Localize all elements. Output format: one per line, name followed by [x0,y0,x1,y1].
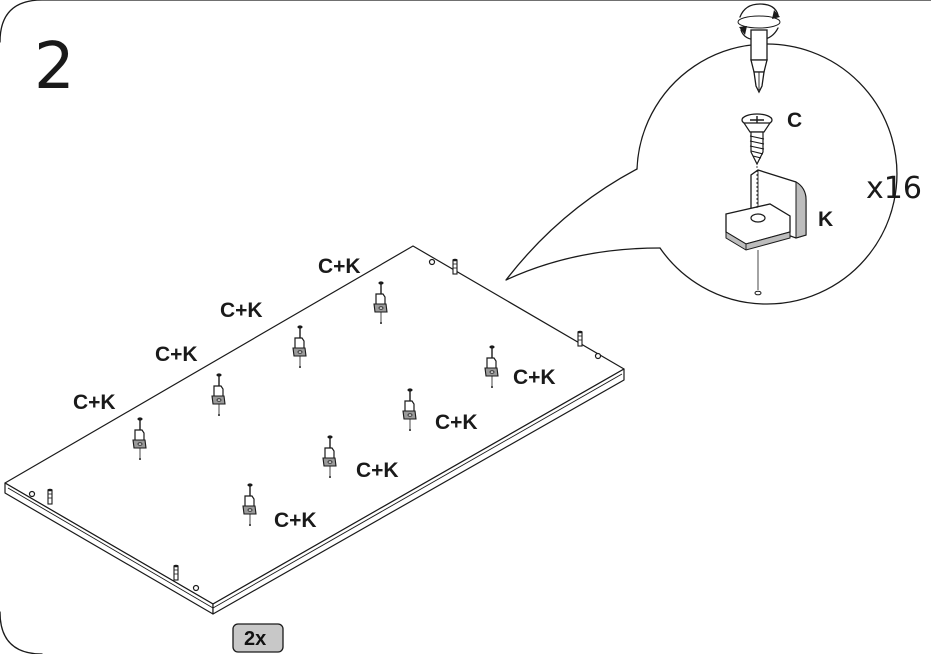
screw-icon [741,113,773,166]
screw-part-label: C [787,109,802,132]
dowel-pin [576,330,584,347]
dowel-pin [451,258,459,275]
quantity-badge-label: 2x [244,628,266,650]
placement-label: C+K [155,343,198,366]
rotation-arrows-icon [737,3,781,41]
quantity-badge: 2x [232,623,284,653]
dowel-pin [46,488,54,505]
placement-label: C+K [73,391,116,414]
bracket-icon [725,166,807,296]
detail-callout [505,43,898,305]
bracket-part-label: K [818,208,833,231]
step-number: 2 [34,30,75,104]
dowel-pin [172,564,180,581]
placement-label: C+K [513,366,556,389]
placement-label: C+K [356,459,399,482]
shelf-panel [4,245,625,615]
placement-label: C+K [318,255,361,278]
placement-label: C+K [435,411,478,434]
placement-label: C+K [220,299,263,322]
quantity-multiplier: x16 [866,171,922,206]
screwdriver-bit-icon [750,29,768,94]
placement-label: C+K [274,509,317,532]
